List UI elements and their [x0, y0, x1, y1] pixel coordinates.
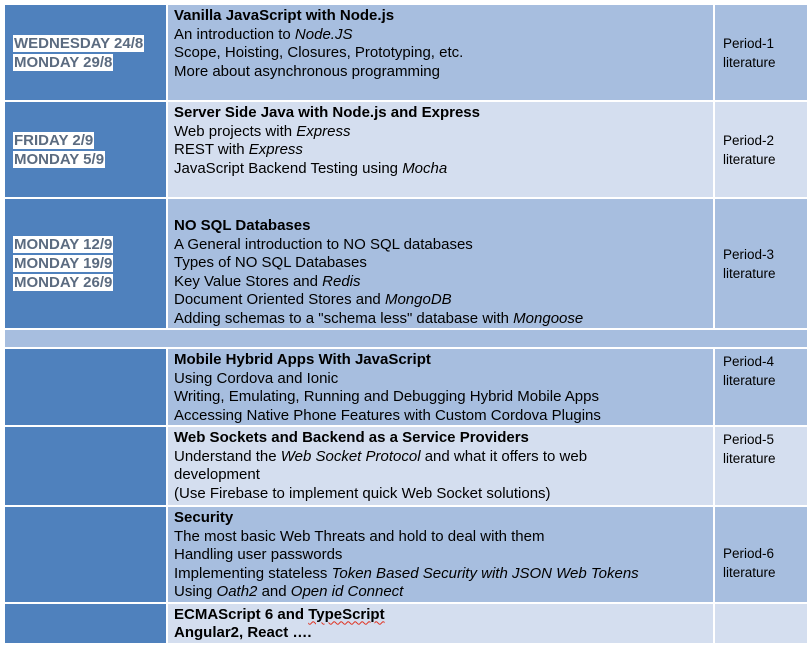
- date-cell: WEDNESDAY 24/8 MONDAY 29/8: [5, 5, 166, 100]
- date-cell: MONDAY 12/9 MONDAY 19/9 MONDAY 26/9: [5, 199, 166, 328]
- date-cell: FRIDAY 2/9 MONDAY 5/9: [5, 102, 166, 197]
- literature-cell: Period-2 literature: [715, 102, 807, 197]
- schedule-row: MONDAY 12/9 MONDAY 19/9 MONDAY 26/9 NO S…: [5, 199, 807, 328]
- literature-cell: Period-6 literature: [715, 507, 807, 602]
- literature-label: literature: [723, 565, 776, 581]
- date-cell: [5, 603, 166, 643]
- literature-period: Period-2: [723, 132, 775, 148]
- date-cell: [5, 507, 166, 602]
- schedule-row: Mobile Hybrid Apps With JavaScript Using…: [5, 349, 807, 425]
- topic-line: Using Cordova and Ionic: [174, 369, 339, 387]
- literature-cell: Period-5 literature: [715, 427, 807, 505]
- topic-line: Understand the Web Socket Protocol and w…: [174, 447, 588, 465]
- date-label: MONDAY 12/9: [13, 236, 114, 253]
- topic-line: Document Oriented Stores and MongoDB: [174, 291, 452, 308]
- topic-cell: Web Sockets and Backend as a Service Pro…: [168, 427, 713, 505]
- date-label: MONDAY 19/9: [13, 255, 114, 272]
- schedule-row: FRIDAY 2/9 MONDAY 5/9 Server Side Java w…: [5, 102, 807, 197]
- topic-line: Handling user passwords: [174, 546, 343, 563]
- topic-line: Using Oath2 and Open id Connect: [174, 583, 404, 600]
- literature-period: Period-3: [723, 246, 775, 262]
- topic-line: The most basic Web Threats and hold to d…: [174, 527, 545, 545]
- topic-line: Adding schemas to a "schema less" databa…: [174, 309, 584, 327]
- topic-title: Web Sockets and Backend as a Service Pro…: [174, 429, 529, 446]
- schedule-row: Security The most basic Web Threats and …: [5, 507, 807, 602]
- literature-cell: Period-3 literature: [715, 199, 807, 328]
- literature-period: Period-5: [723, 432, 775, 447]
- topic-line: JavaScript Backend Testing using Mocha: [174, 159, 448, 177]
- literature-cell: [715, 603, 807, 643]
- topic-line: (Use Firebase to implement quick Web Soc…: [174, 484, 551, 502]
- separator-band: [5, 330, 807, 347]
- topic-cell: Vanilla JavaScript with Node.js An intro…: [168, 5, 713, 100]
- topic-cell: NO SQL Databases A General introduction …: [168, 199, 713, 328]
- topic-line: development: [174, 466, 260, 483]
- literature-label: literature: [723, 373, 776, 388]
- topic-line: Accessing Native Phone Features with Cus…: [174, 406, 601, 424]
- topic-title: Server Side Java with Node.js and Expres…: [174, 104, 480, 121]
- topic-line: REST with Express: [174, 141, 303, 158]
- separator-row: [5, 330, 807, 347]
- topic-line: Web projects with Express: [174, 122, 351, 140]
- literature-label: literature: [723, 451, 776, 466]
- date-cell: [5, 349, 166, 425]
- literature-label: literature: [723, 265, 776, 281]
- topic-line: More about asynchronous programming: [174, 62, 440, 80]
- literature-cell: Period-1 literature: [715, 5, 807, 100]
- topic-title: ECMAScript 6 and TypeScript: [174, 605, 385, 623]
- schedule-row: Web Sockets and Backend as a Service Pro…: [5, 427, 807, 505]
- topic-line: Types of NO SQL Databases: [174, 254, 367, 271]
- literature-period: Period-1: [723, 35, 775, 51]
- date-label: FRIDAY 2/9: [13, 131, 95, 149]
- topic-cell: ECMAScript 6 and TypeScript Angular2, Re…: [168, 603, 713, 643]
- literature-label: literature: [723, 151, 776, 167]
- course-schedule-table: WEDNESDAY 24/8 MONDAY 29/8 Vanilla JavaS…: [3, 3, 807, 645]
- date-label: WEDNESDAY 24/8: [13, 34, 145, 52]
- literature-period: Period-6: [723, 546, 775, 562]
- date-cell: [5, 427, 166, 505]
- topic-line: Key Value Stores and Redis: [174, 272, 361, 290]
- date-label: MONDAY 5/9: [13, 150, 106, 168]
- topic-cell: Security The most basic Web Threats and …: [168, 507, 713, 602]
- topic-line: Implementing stateless Token Based Secur…: [174, 564, 639, 582]
- topic-line: A General introduction to NO SQL databas…: [174, 235, 473, 253]
- literature-label: literature: [723, 54, 776, 70]
- topic-cell: Server Side Java with Node.js and Expres…: [168, 102, 713, 197]
- date-label: MONDAY 26/9: [13, 274, 114, 291]
- topic-title: Angular2, React ….: [174, 624, 312, 641]
- literature-cell: Period-4 literature: [715, 349, 807, 425]
- topic-title: Mobile Hybrid Apps With JavaScript: [174, 351, 431, 368]
- date-label: MONDAY 29/8: [13, 53, 114, 71]
- topic-line: Writing, Emulating, Running and Debuggin…: [174, 388, 599, 405]
- topic-title: Vanilla JavaScript with Node.js: [174, 7, 395, 24]
- schedule-row: WEDNESDAY 24/8 MONDAY 29/8 Vanilla JavaS…: [5, 5, 807, 100]
- topic-line: An introduction to Node.JS: [174, 25, 353, 43]
- topic-cell: Mobile Hybrid Apps With JavaScript Using…: [168, 349, 713, 425]
- topic-title: NO SQL Databases: [174, 217, 311, 234]
- literature-period: Period-4: [723, 354, 775, 369]
- topic-title: Security: [174, 509, 234, 526]
- schedule-row: ECMAScript 6 and TypeScript Angular2, Re…: [5, 603, 807, 643]
- topic-line: Scope, Hoisting, Closures, Prototyping, …: [174, 44, 464, 61]
